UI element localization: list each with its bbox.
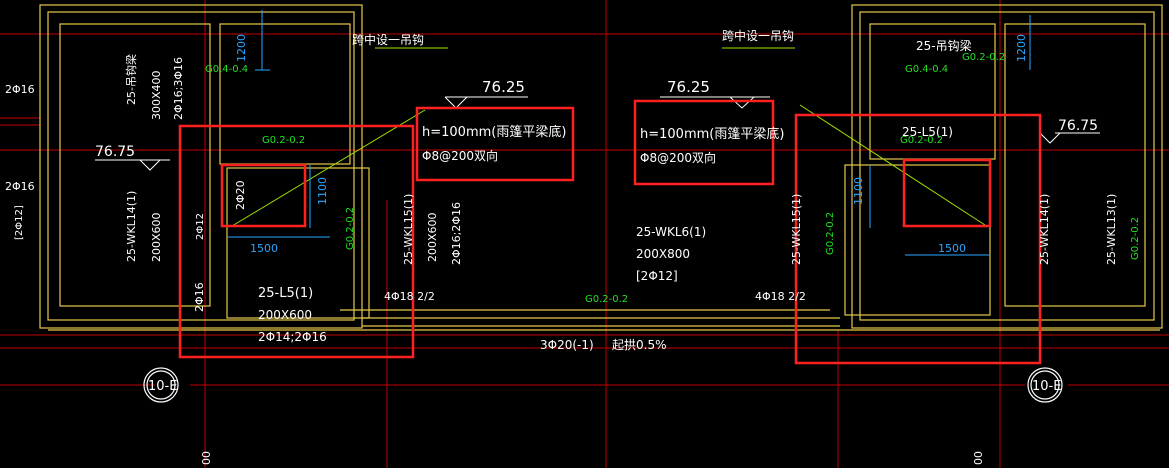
g-right-2: G0.2-0.2 [962,52,1005,63]
dim-1500-right: 1500 [938,242,966,255]
wkl13-right: 25-WKL13(1) [1105,194,1118,265]
box-2phi16: 2Φ16 [193,282,206,312]
wkl15-left-2: 200X600 [426,212,439,262]
l5-left-1: 25-L5(1) [258,286,313,301]
dim-1100-right: 1100 [852,177,865,205]
left-rebar-2phi12: [2Φ12] [14,205,25,240]
slab-note-right-1: h=100mm(雨篷平梁底) [640,126,784,142]
wkl14-label-2: 200X600 [150,212,163,262]
axis-label-left: 10-E [148,379,177,394]
rebar-4phi18-right: 4Φ18 2/2 [755,290,806,303]
highlight-boxes [178,99,1042,365]
g-right-4: G0.2-0.2 [825,212,836,255]
g-right-3: G0.2-0.2 [900,135,943,146]
axis-bubbles [143,367,1063,403]
g-left-top: G0.4-0.4 [205,64,248,75]
elevation-right: 76.25 [667,78,710,96]
box-2phi20: 2Φ20 [234,180,247,210]
wkl14-label-1: 25-WKL14(1) [125,191,138,262]
hanging-beam-left-2: 300X400 [150,70,163,120]
rebar-4phi18-left: 4Φ18 2/2 [384,290,435,303]
wkl6-label-3: [2Φ12] [636,269,678,283]
elevation-left: 76.25 [482,78,525,96]
left-rebar-2phi16-a: 2Φ16 [5,83,35,96]
wkl6-label-2: 200X800 [636,247,690,261]
dim-1100-left: 1100 [316,177,329,205]
dim-1200-left: 1200 [235,34,248,62]
slab-note-left-2: Φ8@200双向 [422,148,498,163]
bottom-note-2: 起拱0.5% [612,338,667,352]
hanging-beam-right: 25-吊钩梁 [916,38,972,53]
g-right-top: G0.4-0.4 [905,64,948,75]
hook-label-right: 跨中设一吊钩 [722,28,794,43]
g-right-5: G0.2-0.2 [1130,217,1141,260]
dim-1200-right: 1200 [1015,34,1028,62]
slab-note-left-1: h=100mm(雨篷平梁底) [422,124,566,140]
l5-left-2: 200X600 [258,308,312,322]
elevation-mid-left: 76.75 [95,144,135,160]
left-rebar-2phi16-b: 2Φ16 [5,180,35,193]
wkl14-label-3: 2Φ12 [195,213,206,240]
g-mid: G0.2-0.2 [585,294,628,305]
walls-left [39,4,1160,331]
elevation-far-right: 76.75 [1058,118,1098,134]
walls-right [844,4,1163,329]
bottom-note-1: 3Φ20(-1) [540,338,594,352]
bottom-dim-right: 00 [972,451,985,465]
hanging-beam-left-3: 2Φ16;3Φ16 [172,57,185,120]
wkl14-right: 25-WKL14(1) [1038,194,1051,265]
l5-right: 25-L5(1) [902,125,953,139]
hanging-beam-left-1: 25-吊钩梁 [124,54,138,105]
wkl15-left-1: 25-WKL15(1) [402,194,415,265]
g-left-3: G0.2-0.2 [345,207,356,250]
axis-label-right: 10-E [1032,379,1061,394]
g-left-2: G0.2-0.2 [262,135,305,146]
dim-1500-left: 1500 [250,242,278,255]
bottom-dim-left: 00 [200,451,213,465]
dimension-lines [228,10,1031,256]
hook-label-left: 跨中设一吊钩 [352,32,424,47]
wkl15-right: 25-WKL15(1) [790,194,803,265]
wkl15-left-3: 2Φ16;2Φ16 [450,202,463,265]
elevation-markers [95,96,1100,171]
leader-lines [231,47,986,227]
slab-note-right-2: Φ8@200双向 [640,150,716,165]
wkl6-label-1: 25-WKL6(1) [636,225,706,239]
l5-left-3: 2Φ14;2Φ16 [258,330,327,344]
